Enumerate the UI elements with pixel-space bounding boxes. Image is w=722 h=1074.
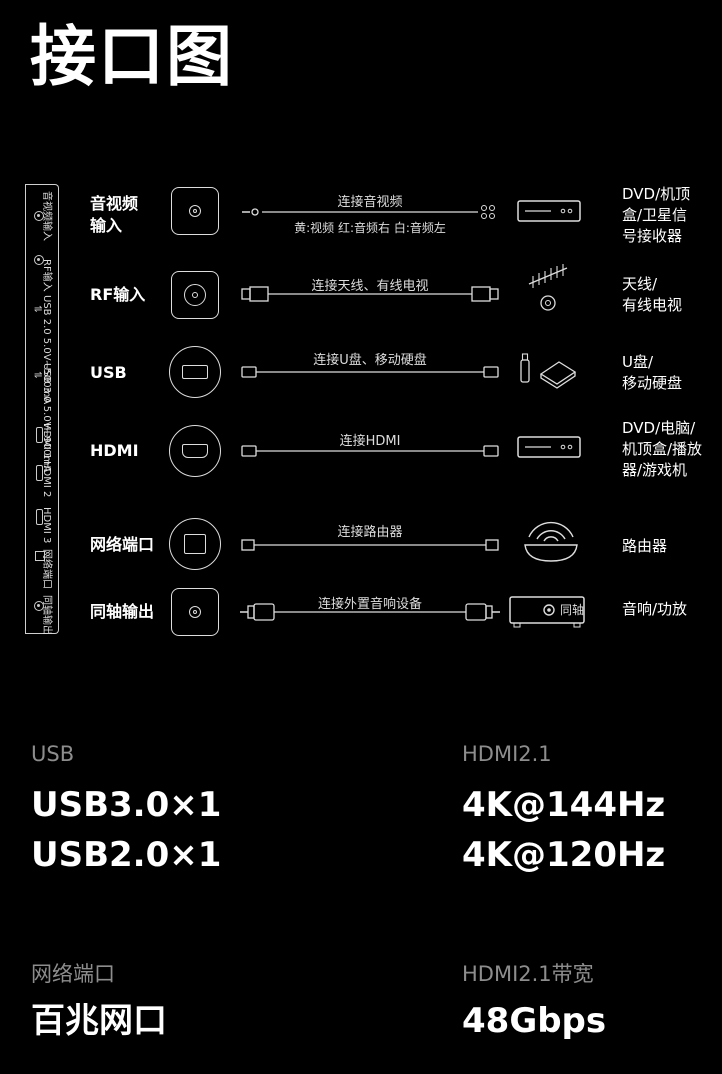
panel-label-hdmi3: HDMI 3	[41, 507, 52, 544]
usb-cable-icon	[241, 366, 499, 378]
antenna-icon	[528, 264, 568, 311]
row-label-coax: 同轴输出	[90, 602, 155, 621]
cable-text-hdmi: 连接HDMI	[339, 434, 401, 449]
panel-label-rf: RF输入	[41, 259, 52, 292]
ethernet-cable-icon	[241, 539, 499, 551]
hdmi-port-icon	[32, 465, 43, 481]
dest-network: 路由器	[622, 537, 668, 555]
row-label-av-input: 音视频 输入	[90, 194, 139, 235]
spec-value-network: 百兆网口	[31, 1001, 167, 1041]
hdmi-cable-icon	[241, 445, 499, 457]
ethernet-port-icon	[32, 551, 45, 561]
cable-text-rf: 连接天线、有线电视	[311, 279, 429, 294]
ethernet-socket-icon	[169, 518, 221, 570]
spec-label-hdmi: HDMI2.1	[462, 742, 552, 766]
panel-label-hdmi2: HDMI 2	[41, 461, 52, 498]
page-title: 接口图	[30, 18, 234, 95]
rf-socket-icon	[171, 271, 219, 319]
dest-coax: 音响/功放	[622, 600, 688, 618]
panel-label-coax: 同轴输出	[41, 595, 52, 635]
spec-label-network: 网络端口	[31, 962, 115, 986]
hdmi-port-icon	[32, 509, 43, 525]
spec-label-usb: USB	[31, 742, 75, 766]
row-label-usb: USB	[90, 363, 127, 382]
av-jack-icon	[32, 255, 44, 265]
router-icon	[524, 521, 578, 562]
spec-label-hdmi-bandwidth: HDMI2.1带宽	[462, 962, 594, 986]
row-label-hdmi: HDMI	[90, 441, 139, 460]
coax-jack-icon	[32, 601, 44, 611]
tv-side-panel: 音视频输入 RF输入 ⇌ USB 2.0 5.0V⎓500mA ⇌ USB 3.…	[25, 184, 59, 635]
av-jack-icon	[32, 211, 44, 221]
coax-cable-icon	[240, 603, 500, 621]
amplifier-icon	[509, 596, 585, 628]
set-top-box-icon	[517, 200, 581, 222]
amplifier-device-label: 同轴	[560, 603, 585, 617]
av-socket-icon	[171, 187, 219, 235]
av-cable-icon	[242, 205, 495, 219]
player-box-icon	[517, 436, 581, 458]
panel-label-hdmi1: HDMI 1	[41, 423, 52, 460]
coax-socket-icon	[171, 588, 219, 636]
panel-label-av: 音视频输入	[41, 191, 52, 241]
spec-value-hdmi-bandwidth: 48Gbps	[462, 1001, 607, 1041]
usb-socket-icon	[169, 346, 221, 398]
usb-drive-icon	[520, 353, 577, 389]
cable-text-av: 连接音视频	[337, 195, 403, 210]
dest-usb: U盘/ 移动硬盘	[622, 353, 683, 392]
usb-icon: ⇌	[34, 304, 43, 315]
cable-text-network: 连接路由器	[337, 525, 403, 540]
usb-ss-icon: ⇌	[34, 370, 43, 381]
cable-text-coax: 连接外置音响设备	[317, 597, 422, 612]
dest-rf: 天线/ 有线电视	[622, 275, 683, 314]
row-label-network: 网络端口	[90, 535, 155, 554]
cable-text-usb: 连接U盘、移动硬盘	[313, 353, 427, 368]
cable-sub-av: 黄:视频 红:音频右 白:音频左	[294, 221, 446, 235]
hdmi-socket-icon	[169, 425, 221, 477]
panel-label-ethernet: 网络端口	[41, 549, 52, 589]
spec-value-hdmi: 4K@144Hz 4K@120Hz	[462, 785, 666, 875]
hdmi-port-icon	[32, 427, 43, 443]
spec-value-usb: USB3.0×1 USB2.0×1	[31, 785, 222, 875]
dest-av: DVD/机顶 盒/卫星信 号接收器	[622, 185, 691, 245]
rf-cable-icon	[241, 286, 499, 302]
row-label-rf-input: RF输入	[90, 285, 146, 304]
dest-hdmi: DVD/电脑/ 机顶盒/播放 器/游戏机	[622, 419, 703, 479]
